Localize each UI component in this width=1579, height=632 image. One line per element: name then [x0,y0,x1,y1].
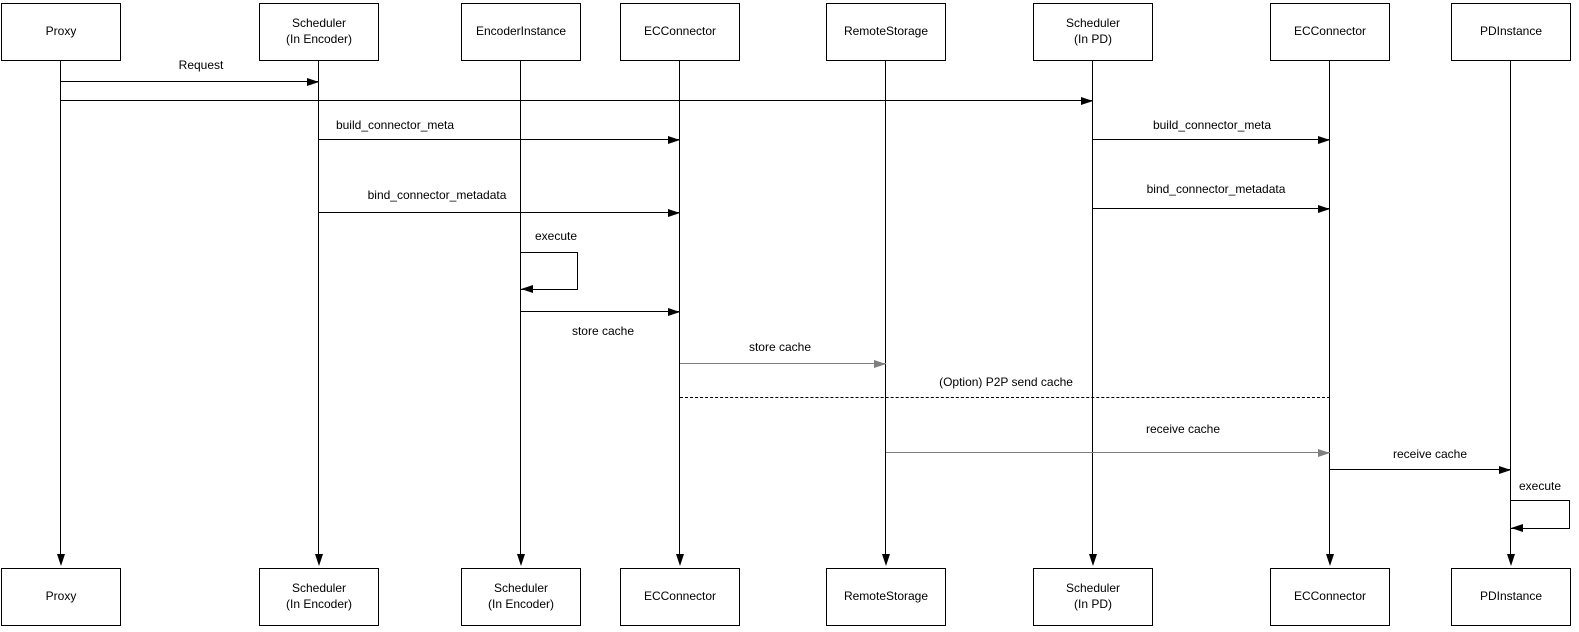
message-label-store-cache-to-connector: store cache [571,324,635,338]
lifeline-end-arrow-scheduler-pd [1088,554,1097,566]
actor-bottom-scheduler-pd: Scheduler (In PD) [1033,568,1153,626]
message-line-bind-connector-metadata-encoder [319,212,680,214]
actor-bottom-proxy: Proxy [1,568,121,626]
message-label-bind-connector-metadata-pd: bind_connector_metadata [1146,182,1286,196]
lifeline-scheduler-encoder [318,61,320,555]
lifeline-end-arrow-remote-storage [881,554,890,566]
message-line-p2p-send-cache [680,397,1330,399]
message-arrowhead-bind-connector-metadata-encoder [668,208,680,217]
actor-bottom-pd-instance: PDInstance [1451,568,1571,626]
self-loop-execute-encoder [521,252,578,290]
lifeline-end-arrow-encoder-instance [516,554,525,566]
actor-top-remote-storage: RemoteStorage [826,3,946,61]
lifeline-end-arrow-ec-connector-1 [675,554,684,566]
lifeline-end-arrow-ec-connector-2 [1325,554,1334,566]
message-label-p2p-send-cache: (Option) P2P send cache [939,375,1073,389]
message-label-bind-connector-metadata-encoder: bind_connector_metadata [367,188,507,202]
message-label-request: Request [178,58,224,72]
message-arrowhead-receive-cache-from-storage [1318,448,1330,457]
actor-top-ec-connector-1: ECConnector [620,3,740,61]
message-line-build-connector-meta-encoder [319,139,680,141]
actor-bottom-encoder-instance: Scheduler (In Encoder) [461,568,581,626]
lifeline-scheduler-pd [1092,61,1094,555]
message-label-build-connector-meta-encoder: build_connector_meta [335,118,455,132]
message-arrowhead-bind-connector-metadata-pd [1318,204,1330,213]
self-loop-label-execute-pd: execute [1518,479,1562,493]
actor-top-proxy: Proxy [1,3,121,61]
actor-bottom-ec-connector-2: ECConnector [1270,568,1390,626]
lifeline-ec-connector-2 [1329,61,1331,555]
lifeline-end-arrow-proxy [56,554,65,566]
message-line-receive-cache-from-storage [886,452,1330,454]
message-arrowhead-store-cache-to-connector [668,307,680,316]
self-loop-label-execute-encoder: execute [534,229,578,243]
message-line-store-cache-to-connector [521,311,680,313]
message-line-request-forward [61,100,1093,102]
message-line-request [61,81,319,83]
actor-bottom-ec-connector-1: ECConnector [620,568,740,626]
message-label-receive-cache-from-storage: receive cache [1145,422,1221,436]
actor-top-scheduler-encoder: Scheduler (In Encoder) [259,3,379,61]
message-arrowhead-request [307,77,319,86]
message-arrowhead-build-connector-meta-pd [1318,135,1330,144]
actor-bottom-scheduler-encoder: Scheduler (In Encoder) [259,568,379,626]
message-line-store-cache-to-storage [680,363,886,365]
actor-top-encoder-instance: EncoderInstance [461,3,581,61]
lifeline-pd-instance [1510,61,1512,555]
actor-bottom-remote-storage: RemoteStorage [826,568,946,626]
lifeline-encoder-instance [520,61,522,555]
message-arrowhead-request-forward [1081,96,1093,105]
lifeline-remote-storage [885,61,887,555]
lifeline-end-arrow-scheduler-encoder [314,554,323,566]
lifeline-end-arrow-pd-instance [1506,554,1515,566]
message-line-receive-cache-to-instance [1330,469,1511,471]
actor-top-pd-instance: PDInstance [1451,3,1571,61]
self-loop-arrowhead-execute-encoder [521,284,533,293]
message-line-bind-connector-metadata-pd [1093,208,1330,210]
self-loop-execute-pd [1511,500,1570,529]
actor-top-scheduler-pd: Scheduler (In PD) [1033,3,1153,61]
actor-top-ec-connector-2: ECConnector [1270,3,1390,61]
message-label-receive-cache-to-instance: receive cache [1392,447,1468,461]
message-arrowhead-store-cache-to-storage [874,359,886,368]
message-arrowhead-receive-cache-to-instance [1499,465,1511,474]
self-loop-arrowhead-execute-pd [1511,523,1523,532]
message-label-store-cache-to-storage: store cache [748,340,812,354]
message-line-build-connector-meta-pd [1093,139,1330,141]
message-arrowhead-build-connector-meta-encoder [668,135,680,144]
lifeline-proxy [60,61,62,555]
message-label-build-connector-meta-pd: build_connector_meta [1152,118,1272,132]
